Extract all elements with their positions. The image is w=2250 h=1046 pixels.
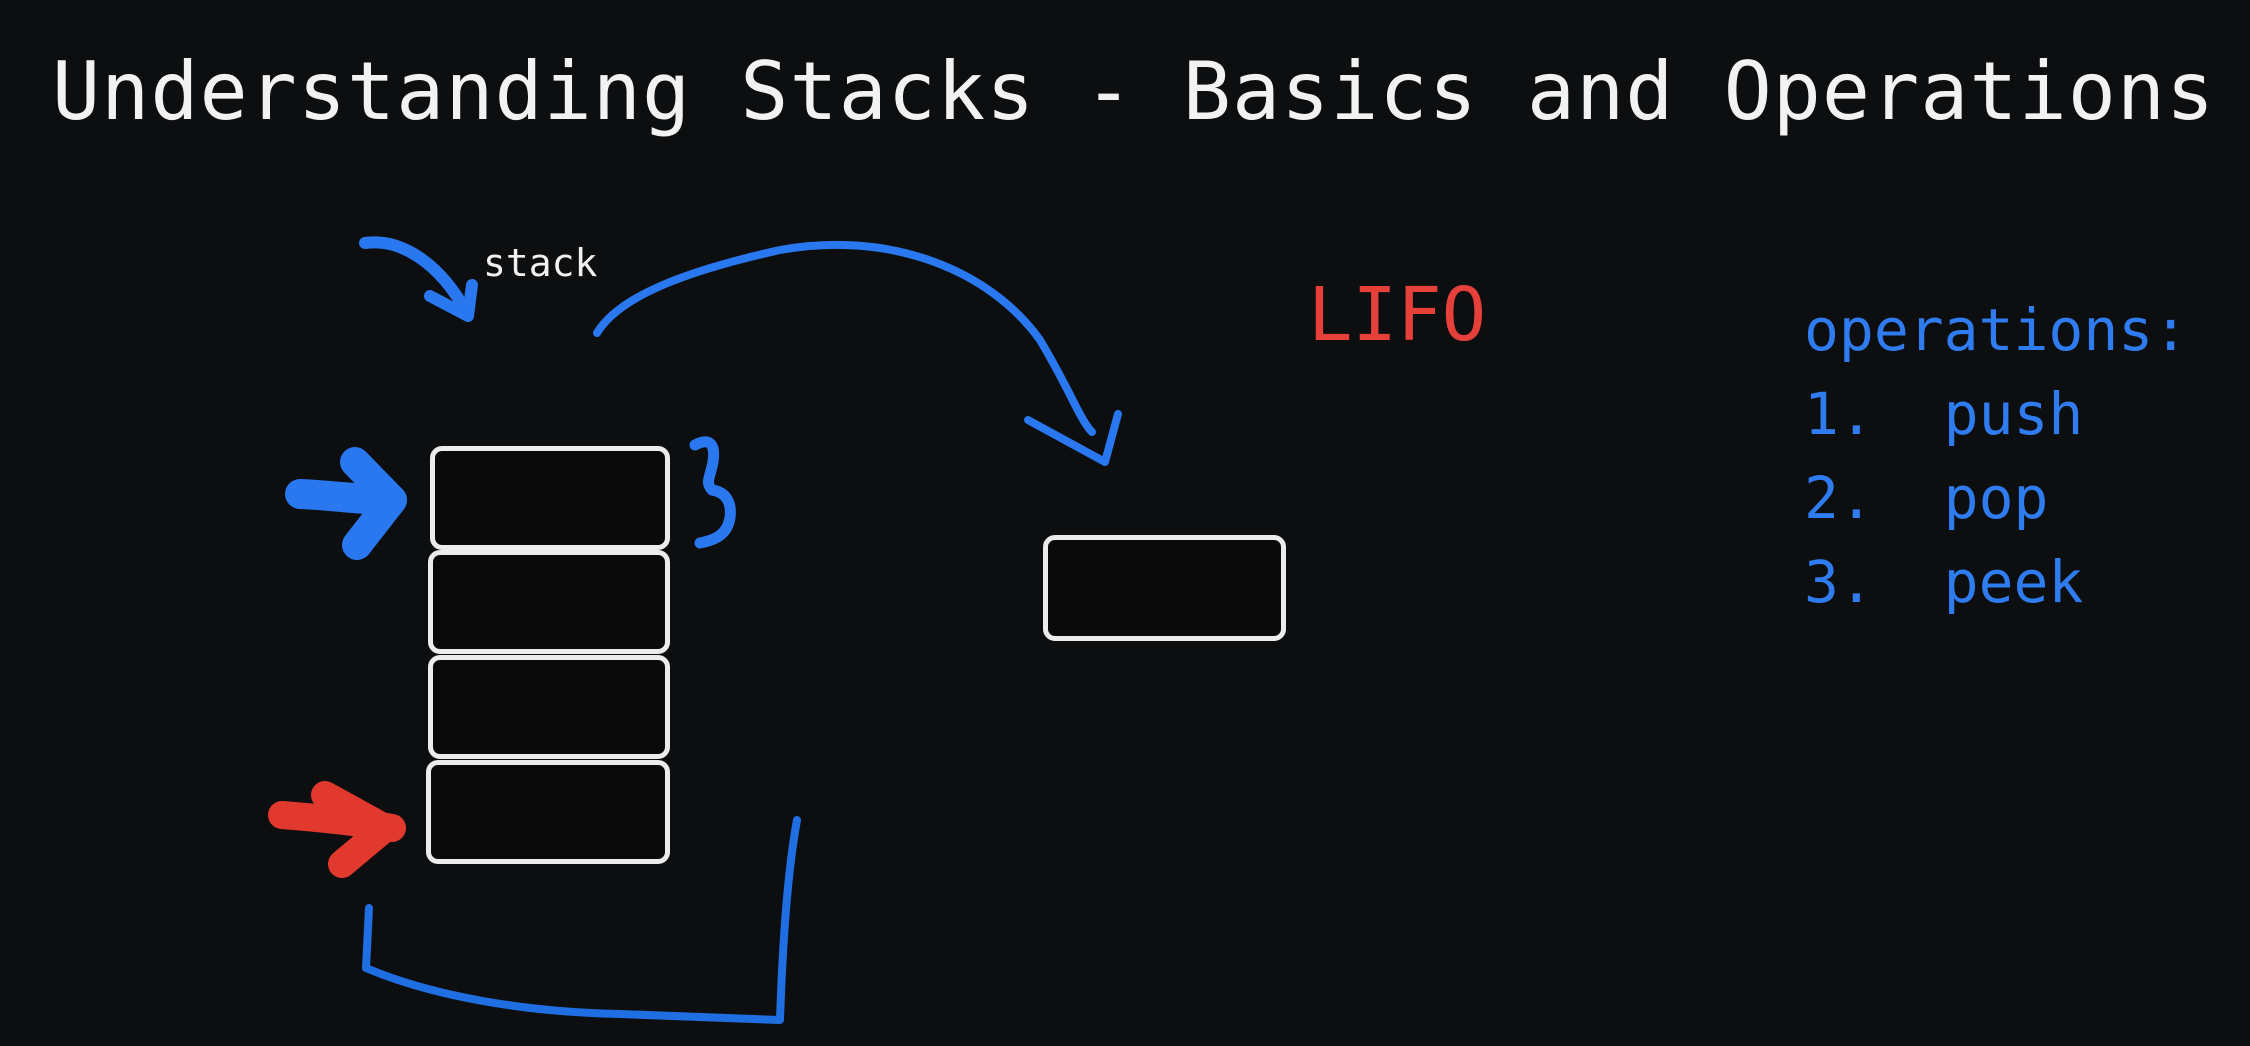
pop-arrow-icon: [593, 240, 1122, 466]
bottom-pointer-arrow-icon: [268, 781, 406, 878]
page-title: Understanding Stacks - Basics and Operat…: [52, 45, 2216, 138]
operation-item-pop: 2. pop: [1804, 464, 2049, 532]
stack-pointer-arrow-icon: [359, 236, 478, 322]
lifo-label: LIFO: [1308, 272, 1487, 358]
operations-list: operations: 1. push 2. pop 3. peek: [1804, 288, 2188, 624]
stack-cell-3: [428, 655, 670, 759]
operation-item-peek: 3. peek: [1804, 548, 2084, 616]
stack-base-bracket-icon: [362, 816, 801, 1024]
operation-item-push: 1. push: [1804, 380, 2084, 448]
popped-element-box: [1043, 535, 1286, 641]
operations-heading: operations:: [1804, 296, 2189, 364]
stack-cell-top: [430, 446, 670, 550]
stack-cell-2: [428, 550, 670, 654]
stack-label: stack: [483, 241, 598, 285]
top-pointer-arrow-icon: [285, 447, 407, 560]
squiggle-bracket-icon: [689, 436, 736, 549]
stack-cell-bottom: [426, 760, 670, 864]
